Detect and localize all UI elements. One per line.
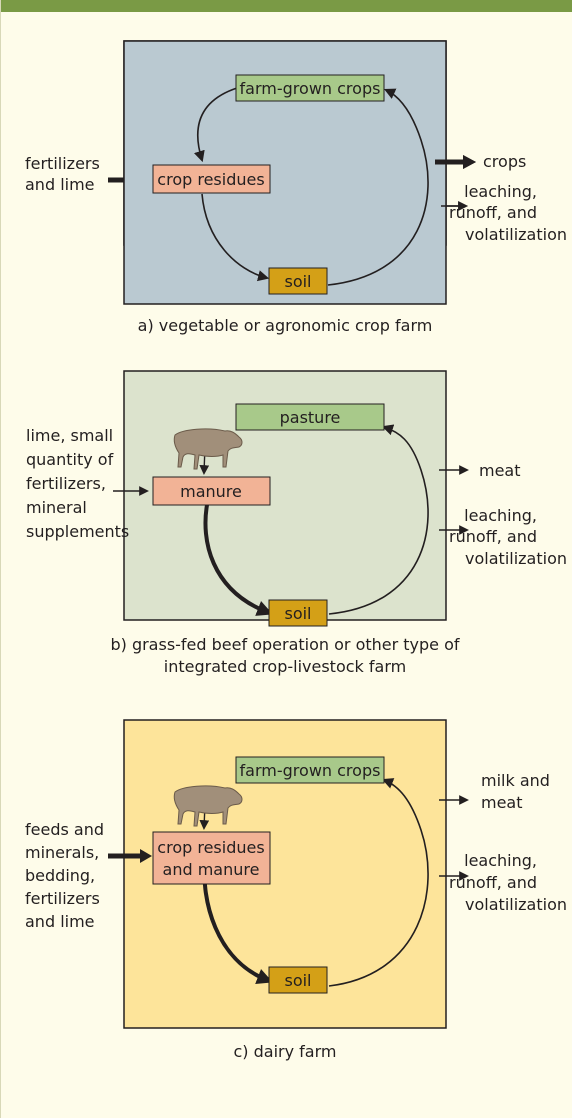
panel-a-soil-node-final [268, 267, 328, 295]
panel-b-input-line-2: quantity of [26, 450, 114, 469]
panel-c-input-line-5: and lime [25, 912, 95, 931]
panel-c-output-milk-line-1: milk and [481, 771, 550, 790]
panel-b-input-line-5: supplements [26, 522, 129, 541]
panel-b-cow-icon [173, 428, 243, 470]
panel-c-crops-caption: farm-grown crops [240, 761, 381, 780]
panel-c-loss-line-3: volatilization [465, 895, 567, 914]
panel-b-caption-line-1: b) grass-fed beef operation or other typ… [110, 635, 459, 654]
panel-a-crops-node-final [235, 74, 385, 102]
panel-c-soil-rect [268, 966, 328, 994]
panel-a-residues-node-final [152, 164, 271, 194]
panel-c-loss-line-1: leaching, [464, 851, 537, 870]
panel-b-manure-rect [152, 476, 271, 506]
top-accent-stripe [1, 0, 572, 12]
panel-c-input-line-1: feeds and [25, 820, 104, 839]
panel-b-loss-line-1: leaching, [464, 506, 537, 525]
panel-b-soil-rect [268, 599, 328, 627]
panel-a-loss-line-3: volatilization [465, 225, 567, 244]
panel-b-loss-line-2: runoff, and [449, 527, 537, 546]
panel-c-output-milk-line-2: meat [481, 793, 523, 812]
panel-a-cycle-arrow-3 [327, 88, 429, 286]
panel-c-residues-line-2: and manure [163, 860, 260, 879]
panel-a-output-crops: crops [483, 152, 526, 171]
panel-b-manure-caption: manure [180, 482, 242, 501]
panel-a-input-line-1: fertilizers [25, 154, 100, 173]
panel-c-input-line-3: bedding, [25, 866, 95, 885]
panel-b-output-meat: meat [479, 461, 521, 480]
panel-a-soil-text-final: soil [284, 272, 311, 291]
panel-b-loss-line-3: volatilization [465, 549, 567, 568]
panel-b-input-line-1: lime, small [26, 426, 113, 445]
panel-a-loss-line-2: runoff, and [449, 203, 537, 222]
panel-c-group: farm-grown crops crop residues and manur… [25, 719, 567, 1029]
panel-c-residues-line-1: crop residues [157, 838, 264, 857]
panel-b-pasture-caption: pasture [280, 408, 341, 427]
panel-b-arrow-manure-to-soil [203, 504, 273, 616]
panel-b-pasture-rect [235, 403, 385, 431]
panel-c-input-line-2: minerals, [25, 843, 99, 862]
panel-c-soil-caption: soil [284, 971, 311, 990]
panel-a-residues-text-final: crop residues [157, 170, 264, 189]
panel-c-cow-icon [173, 785, 243, 827]
panel-c-crops-rect [235, 756, 385, 784]
panel-b-group: pasture manure soil lime, small quantity… [26, 370, 567, 627]
panel-c-residues-rect [152, 831, 271, 885]
panel-a-caption: a) vegetable or agronomic crop farm [138, 316, 433, 335]
panel-b-input-line-3: fertilizers, [26, 474, 106, 493]
panel-c-input-line-4: fertilizers [25, 889, 100, 908]
panel-a-crops-text-final: farm-grown crops [240, 79, 381, 98]
panel-b-soil-caption: soil [284, 604, 311, 623]
panel-a-loss-line-1: leaching, [464, 182, 537, 201]
panel-a-cycle-arrow-2 [201, 193, 270, 282]
panel-b-arrow-soil-to-pasture [328, 424, 429, 615]
panel-c-arrow-soil-to-crops [328, 778, 429, 987]
panel-b-input-line-4: mineral [26, 498, 87, 517]
panel-c-caption: c) dairy farm [234, 1042, 337, 1061]
panel-a-cycle-arrow-1 [193, 87, 238, 163]
panel-a-crops-out-head [463, 155, 476, 169]
panel-b-caption-line-2: integrated crop-livestock farm [164, 657, 406, 676]
panel-c-loss-line-2: runoff, and [449, 873, 537, 892]
panel-c-input-arrowhead [140, 849, 152, 863]
panel-a-input-line-2: and lime [25, 175, 95, 194]
